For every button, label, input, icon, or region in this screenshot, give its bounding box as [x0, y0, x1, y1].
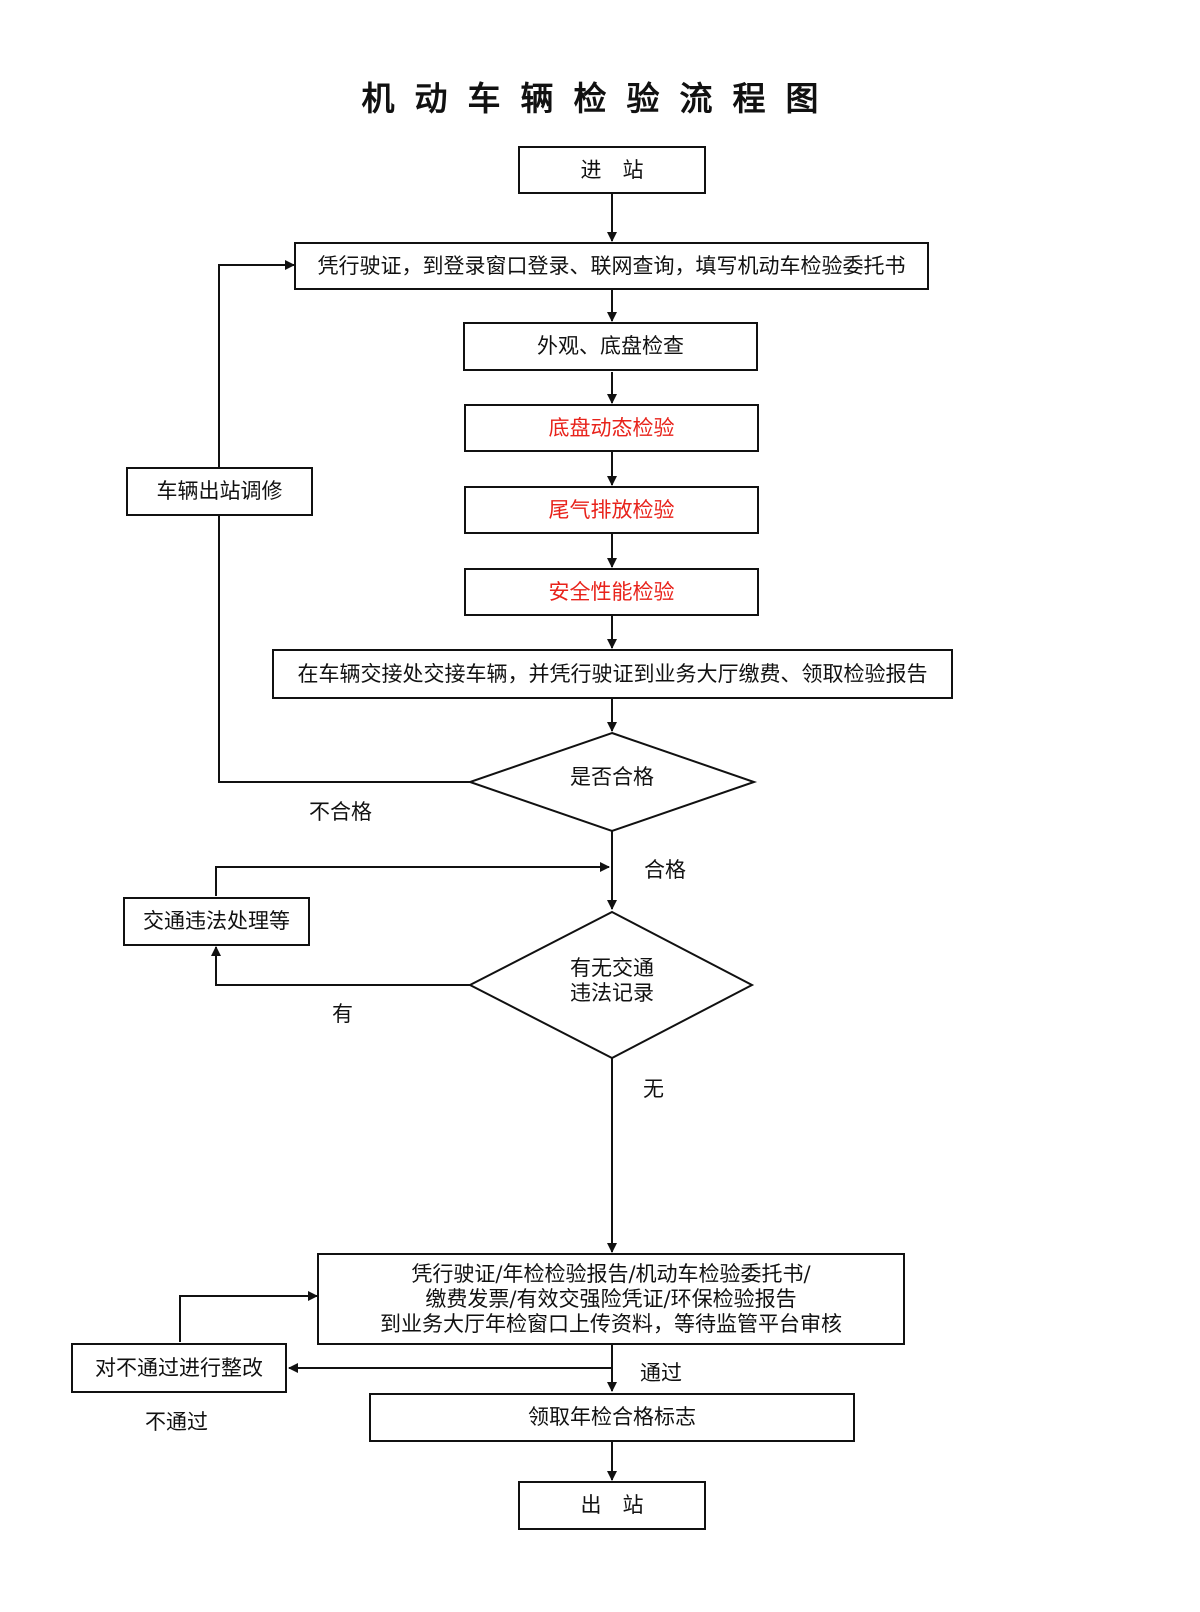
label-qualified: 合格	[644, 858, 686, 882]
arrow-repair-register	[218, 260, 295, 468]
label-no-record: 无	[643, 1077, 664, 1101]
label-fail: 不通过	[145, 1410, 208, 1434]
step-emission-test: 尾气排放检验	[464, 486, 759, 534]
step-handover: 在车辆交接处交接车辆，并凭行驶证到业务大厅缴费、领取检验报告	[272, 649, 953, 699]
label-has-record: 有	[332, 1002, 353, 1026]
label-unqualified: 不合格	[309, 800, 372, 824]
step-chassis-dynamic: 底盘动态检验	[464, 404, 759, 452]
step-safety-test: 安全性能检验	[464, 568, 759, 616]
arrow-violation-return	[215, 862, 610, 896]
qualified-decision-label: 是否合格	[570, 765, 654, 789]
violation-decision-line1: 有无交通	[570, 956, 654, 980]
violation-decision-label: 有无交通 违法记录	[532, 956, 692, 1006]
upload-line-1: 凭行驶证/年检检验报告/机动车检验委托书/	[411, 1261, 811, 1286]
arrow-has-record	[211, 946, 470, 986]
page-title: 机动车辆检验流程图	[361, 79, 839, 118]
step-rectify: 对不通过进行整改	[71, 1343, 287, 1393]
step-enter-station: 进 站	[518, 146, 706, 194]
arrow-rectify-upload	[179, 1291, 318, 1342]
step-exterior-check: 外观、底盘检查	[463, 322, 758, 371]
violation-decision-line2: 违法记录	[570, 981, 654, 1005]
step-repair: 车辆出站调修	[126, 467, 313, 516]
upload-line-2: 缴费发票/有效交强险凭证/环保检验报告	[425, 1286, 797, 1311]
step-register: 凭行驶证，到登录窗口登录、联网查询，填写机动车检验委托书	[294, 242, 929, 290]
step-upload-documents: 凭行驶证/年检检验报告/机动车检验委托书/ 缴费发票/有效交强险凭证/环保检验报…	[317, 1253, 905, 1345]
step-exit-station: 出 站	[518, 1481, 706, 1530]
line-unqualified-loop	[218, 514, 470, 783]
label-pass: 通过	[640, 1361, 682, 1385]
step-get-mark: 领取年检合格标志	[369, 1393, 855, 1442]
step-violation-handling: 交通违法处理等	[123, 897, 310, 946]
upload-line-3: 到业务大厅年检窗口上传资料，等待监管平台审核	[380, 1311, 842, 1336]
